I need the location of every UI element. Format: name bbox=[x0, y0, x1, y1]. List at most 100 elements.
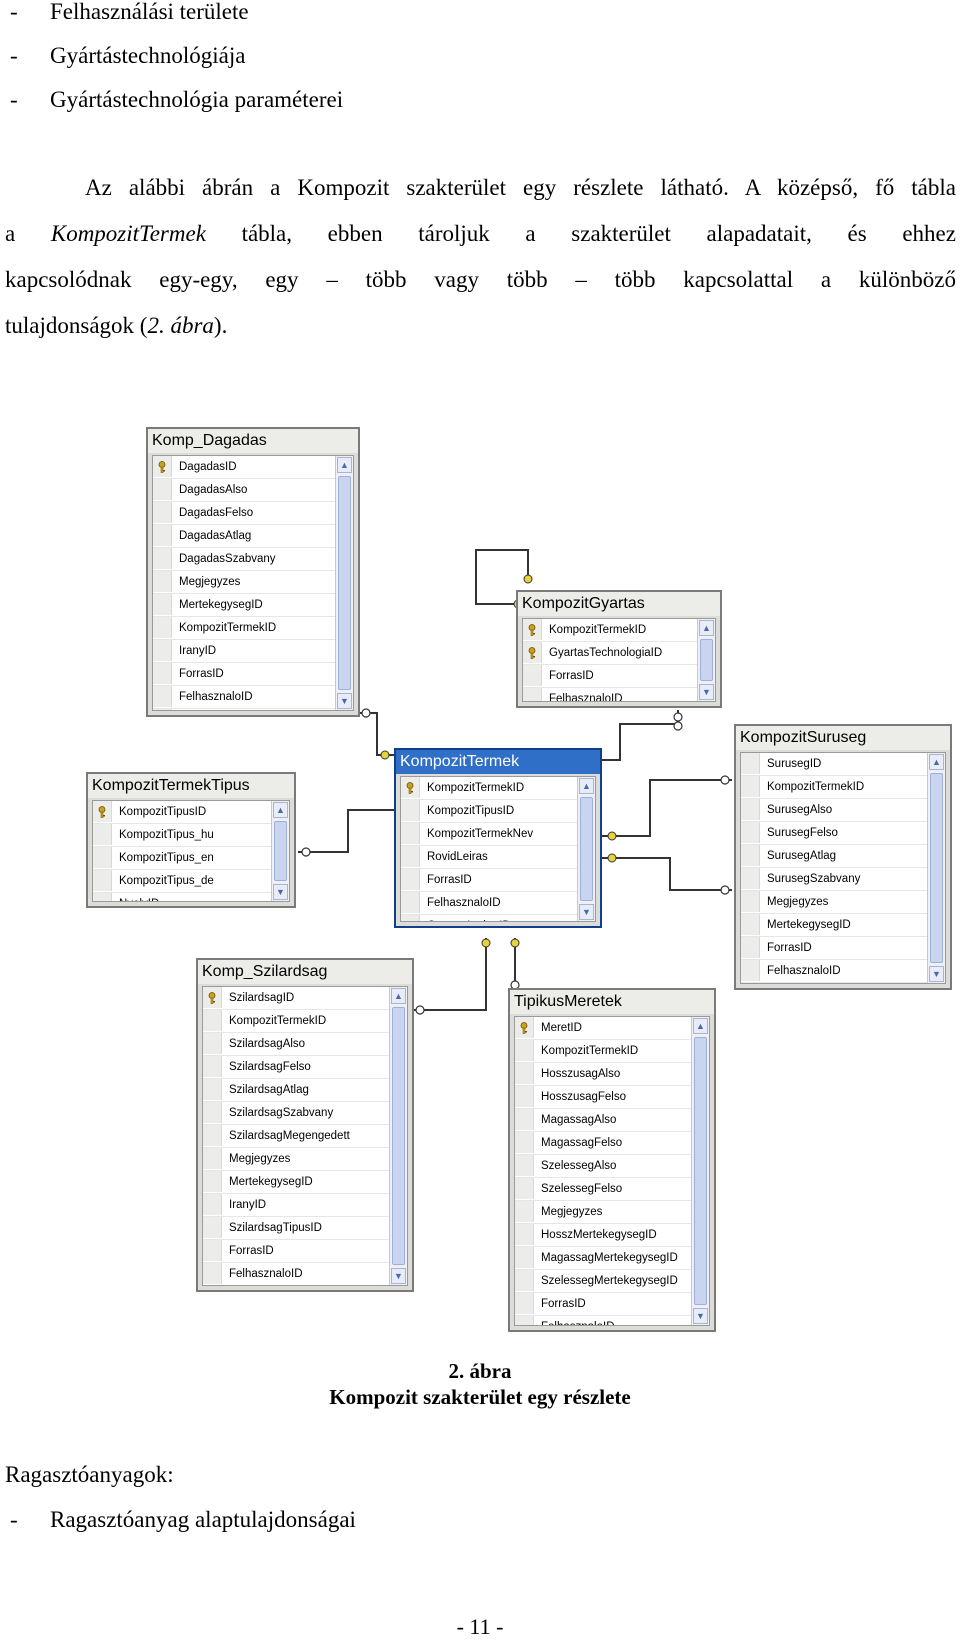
table-column-row[interactable]: KompozitTipus_en bbox=[93, 847, 271, 870]
row-selector[interactable] bbox=[203, 1102, 222, 1123]
table-column-row[interactable]: FelhasznaloID bbox=[203, 1263, 389, 1285]
row-selector[interactable] bbox=[741, 822, 760, 843]
row-selector[interactable] bbox=[153, 686, 172, 707]
scroll-up-icon[interactable]: ▲ bbox=[391, 988, 406, 1004]
table-column-row[interactable]: KompozitTermekID bbox=[741, 776, 927, 799]
table-column-row[interactable]: GyartasTechnologiaID bbox=[523, 642, 697, 665]
scroll-down-icon[interactable]: ▼ bbox=[699, 684, 714, 700]
scrollbar[interactable]: ▲▼ bbox=[335, 456, 353, 710]
table-column-row[interactable]: SzilardsagAlso bbox=[203, 1033, 389, 1056]
table-column-row[interactable]: DagadasAtlag bbox=[153, 525, 335, 548]
table-column-row[interactable]: DagadasSzabvany bbox=[153, 548, 335, 571]
row-selector[interactable] bbox=[515, 1178, 534, 1199]
table-column-row[interactable]: KompozitTipusID bbox=[93, 801, 271, 824]
table-column-row[interactable]: MertekegysegID bbox=[203, 1171, 389, 1194]
table-column-row[interactable]: KompozitTermekID bbox=[153, 617, 335, 640]
row-selector[interactable] bbox=[741, 960, 760, 981]
table-column-row[interactable]: HosszusagAlso bbox=[515, 1063, 691, 1086]
table-column-row[interactable]: FelhasznaloID bbox=[153, 686, 335, 709]
scroll-up-icon[interactable]: ▲ bbox=[273, 802, 288, 818]
row-selector[interactable] bbox=[515, 1063, 534, 1084]
row-selector[interactable] bbox=[203, 1125, 222, 1146]
table-column-row[interactable]: HosszMertekegysegID bbox=[515, 1224, 691, 1247]
scroll-thumb[interactable] bbox=[694, 1037, 707, 1305]
scroll-down-icon[interactable]: ▼ bbox=[391, 1268, 406, 1284]
table-column-row[interactable]: MagassagMertekegysegID bbox=[515, 1247, 691, 1270]
row-selector[interactable] bbox=[203, 1033, 222, 1054]
table-column-row[interactable]: ForrasID bbox=[203, 1240, 389, 1263]
row-selector[interactable] bbox=[153, 571, 172, 592]
scroll-down-icon[interactable]: ▼ bbox=[273, 884, 288, 900]
row-selector[interactable] bbox=[153, 548, 172, 569]
table-column-row[interactable]: RovidLeiras bbox=[401, 846, 577, 869]
row-selector[interactable] bbox=[153, 640, 172, 661]
table-column-row[interactable]: Megjegyzes bbox=[515, 1201, 691, 1224]
row-selector[interactable] bbox=[203, 1171, 222, 1192]
scroll-thumb[interactable] bbox=[338, 476, 351, 690]
row-selector[interactable] bbox=[515, 1109, 534, 1130]
table-column-row[interactable]: SzilardsagAtlag bbox=[203, 1079, 389, 1102]
row-selector[interactable] bbox=[203, 1217, 222, 1238]
table-column-row[interactable]: Megjegyzes bbox=[203, 1148, 389, 1171]
row-selector[interactable] bbox=[741, 753, 760, 774]
scroll-thumb[interactable] bbox=[392, 1007, 405, 1265]
row-selector[interactable] bbox=[515, 1270, 534, 1291]
row-selector[interactable] bbox=[93, 870, 112, 891]
table-column-row[interactable]: DagadasAlso bbox=[153, 479, 335, 502]
row-selector[interactable] bbox=[401, 823, 420, 844]
scrollbar[interactable]: ▲▼ bbox=[389, 987, 407, 1285]
row-selector[interactable] bbox=[203, 1148, 222, 1169]
table-column-row[interactable]: ForrasID bbox=[523, 665, 697, 688]
scroll-thumb[interactable] bbox=[580, 797, 593, 901]
table-column-row[interactable]: SzilardsagMegengedett bbox=[203, 1125, 389, 1148]
table-column-row[interactable]: MertekegysegID bbox=[741, 914, 927, 937]
table-column-row[interactable]: SurusegID bbox=[741, 753, 927, 776]
row-selector[interactable] bbox=[93, 847, 112, 868]
table-column-row[interactable]: MertekegysegID bbox=[153, 594, 335, 617]
scroll-up-icon[interactable]: ▲ bbox=[929, 754, 944, 770]
scroll-thumb[interactable] bbox=[930, 773, 943, 963]
row-selector[interactable] bbox=[203, 1194, 222, 1215]
table-column-row[interactable]: ForrasID bbox=[741, 937, 927, 960]
scroll-down-icon[interactable]: ▼ bbox=[337, 693, 352, 709]
table-column-row[interactable]: NyelvID bbox=[93, 893, 271, 901]
row-selector[interactable] bbox=[93, 893, 112, 901]
row-selector[interactable] bbox=[741, 799, 760, 820]
row-selector[interactable] bbox=[523, 665, 542, 686]
row-selector[interactable] bbox=[153, 594, 172, 615]
row-selector[interactable] bbox=[515, 1293, 534, 1314]
scrollbar[interactable]: ▲▼ bbox=[697, 619, 715, 701]
row-selector[interactable] bbox=[401, 800, 420, 821]
scroll-down-icon[interactable]: ▼ bbox=[579, 904, 594, 920]
table-column-row[interactable]: MagassagAlso bbox=[515, 1109, 691, 1132]
row-selector[interactable] bbox=[741, 914, 760, 935]
table-column-row[interactable]: KompozitTermekID bbox=[401, 777, 577, 800]
table-column-row[interactable]: SzelessegFelso bbox=[515, 1178, 691, 1201]
table-column-row[interactable]: HosszusagFelso bbox=[515, 1086, 691, 1109]
row-selector[interactable] bbox=[203, 1079, 222, 1100]
table-column-row[interactable]: SzelessegAlso bbox=[515, 1155, 691, 1178]
row-selector[interactable] bbox=[741, 868, 760, 889]
table-column-row[interactable]: ForrasID bbox=[401, 869, 577, 892]
scroll-up-icon[interactable]: ▲ bbox=[579, 778, 594, 794]
table-column-row[interactable]: SzelessegMertekegysegID bbox=[515, 1270, 691, 1293]
row-selector[interactable] bbox=[741, 776, 760, 797]
row-selector[interactable] bbox=[515, 1132, 534, 1153]
row-selector[interactable] bbox=[523, 688, 542, 701]
table-column-row[interactable]: FelhasznaloID bbox=[515, 1316, 691, 1325]
scroll-down-icon[interactable]: ▼ bbox=[929, 966, 944, 982]
scrollbar[interactable]: ▲▼ bbox=[691, 1017, 709, 1325]
row-selector[interactable] bbox=[515, 1040, 534, 1061]
row-selector[interactable] bbox=[515, 1247, 534, 1268]
scrollbar[interactable]: ▲▼ bbox=[271, 801, 289, 901]
table-column-row[interactable]: KompozitTipusID bbox=[401, 800, 577, 823]
row-selector[interactable] bbox=[515, 1316, 534, 1325]
table-column-row[interactable]: SurusegSzabvany bbox=[741, 868, 927, 891]
scroll-thumb[interactable] bbox=[700, 639, 713, 681]
table-column-row[interactable]: MeretID bbox=[515, 1017, 691, 1040]
